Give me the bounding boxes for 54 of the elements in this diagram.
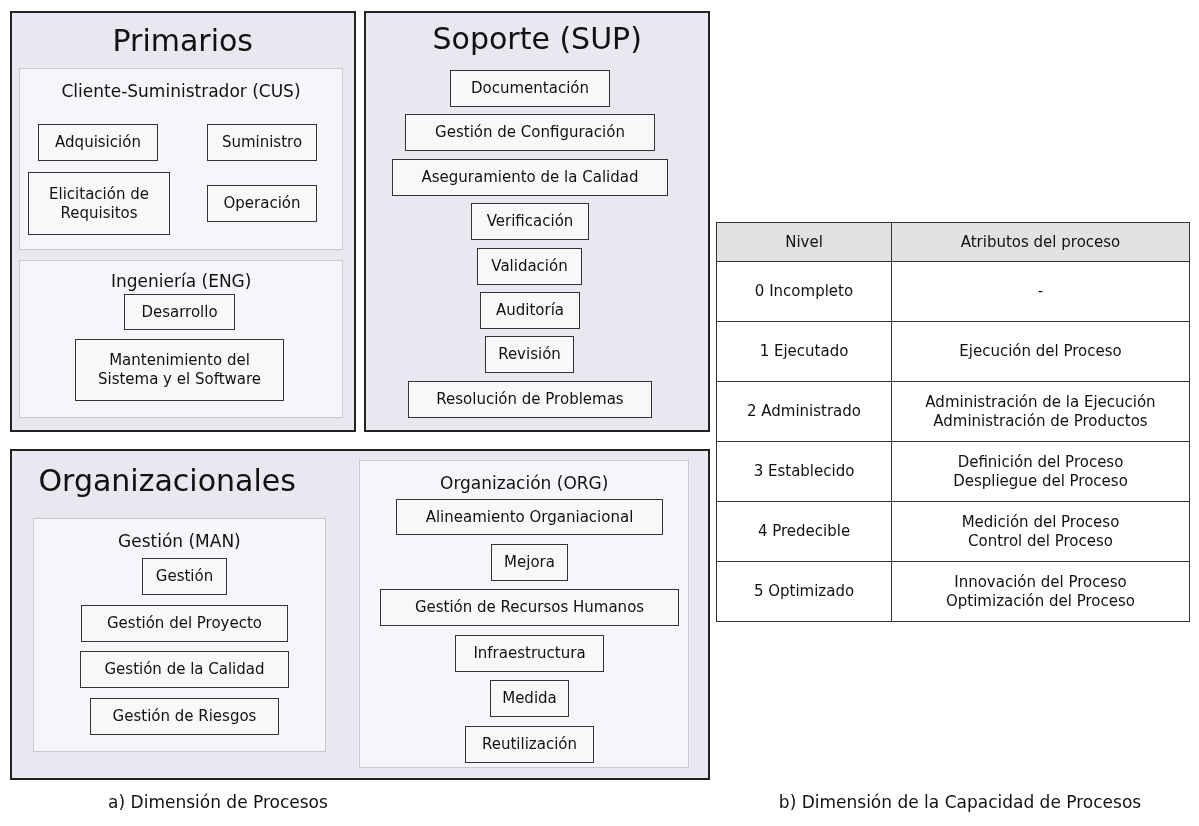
process-box: Mantenimiento del Sistema y el Software — [75, 339, 284, 401]
category-panel — [10, 11, 356, 432]
column-header: Nivel — [785, 232, 823, 251]
process-attributes: Ejecución del Proceso — [959, 342, 1122, 361]
group-title: Cliente-Suministrador (CUS) — [61, 81, 301, 101]
process-box: Gestión de Recursos Humanos — [380, 589, 679, 626]
process-box: Desarrollo — [124, 294, 235, 330]
process-attributes: Administración de la Ejecución Administración de Productos — [924, 392, 1157, 431]
level-name: 3 Establecido — [753, 462, 855, 481]
figure-caption: a) Dimensión de Procesos — [108, 792, 328, 812]
process-box: Documentación — [450, 70, 610, 107]
group-panel — [359, 460, 689, 768]
process-box: Gestión de Riesgos — [90, 698, 279, 735]
figure-caption: b) Dimensión de la Capacidad de Procesos — [778, 792, 1142, 812]
process-box: Mejora — [491, 544, 568, 581]
process-box: Alineamiento Organiacional — [396, 499, 663, 535]
process-attributes: Medición del Proceso Control del Proceso — [960, 512, 1121, 551]
process-box: Elicitación de Requisitos — [28, 172, 170, 235]
category-panel — [364, 11, 710, 432]
process-box: Gestión — [142, 558, 227, 595]
process-box: Medida — [490, 680, 569, 717]
process-box: Aseguramiento de la Calidad — [392, 159, 668, 196]
category-title: Organizacionales — [38, 463, 296, 498]
group-title: Organización (ORG) — [440, 473, 609, 493]
process-box: Gestión de Configuración — [405, 114, 655, 151]
process-box: Verificación — [471, 203, 589, 240]
group-title: Gestión (MAN) — [118, 531, 241, 551]
level-name: 2 Administrado — [746, 402, 861, 421]
category-panel — [10, 449, 710, 780]
category-title: Primarios — [112, 23, 253, 58]
category-title: Soporte (SUP) — [432, 21, 642, 56]
process-attributes: Innovación del Proceso Optimización del Proceso — [944, 572, 1136, 611]
process-box: Gestión de la Calidad — [80, 651, 289, 688]
process-box: Gestión del Proyecto — [81, 605, 288, 642]
group-panel — [19, 260, 343, 418]
process-attributes: - — [1037, 282, 1044, 301]
process-box: Validación — [477, 248, 582, 285]
process-box: Resolución de Problemas — [408, 381, 652, 418]
process-attributes: Definición del Proceso Despliegue del Proceso — [952, 452, 1129, 491]
group-panel — [33, 518, 326, 752]
level-name: 5 Optimizado — [753, 582, 855, 601]
process-box: Suministro — [207, 124, 317, 161]
group-panel — [19, 68, 343, 250]
process-box: Reutilización — [465, 726, 594, 763]
process-box: Infraestructura — [455, 635, 604, 672]
column-header: Atributos del proceso — [960, 232, 1121, 251]
level-name: 4 Predecible — [757, 522, 851, 541]
level-name: 1 Ejecutado — [759, 342, 849, 361]
level-name: 0 Incompleto — [754, 282, 854, 301]
process-box: Adquisición — [38, 124, 158, 161]
group-title: Ingeniería (ENG) — [111, 271, 252, 291]
process-box: Operación — [207, 185, 317, 222]
process-box: Revisión — [485, 336, 574, 373]
process-box: Auditoría — [480, 292, 580, 329]
